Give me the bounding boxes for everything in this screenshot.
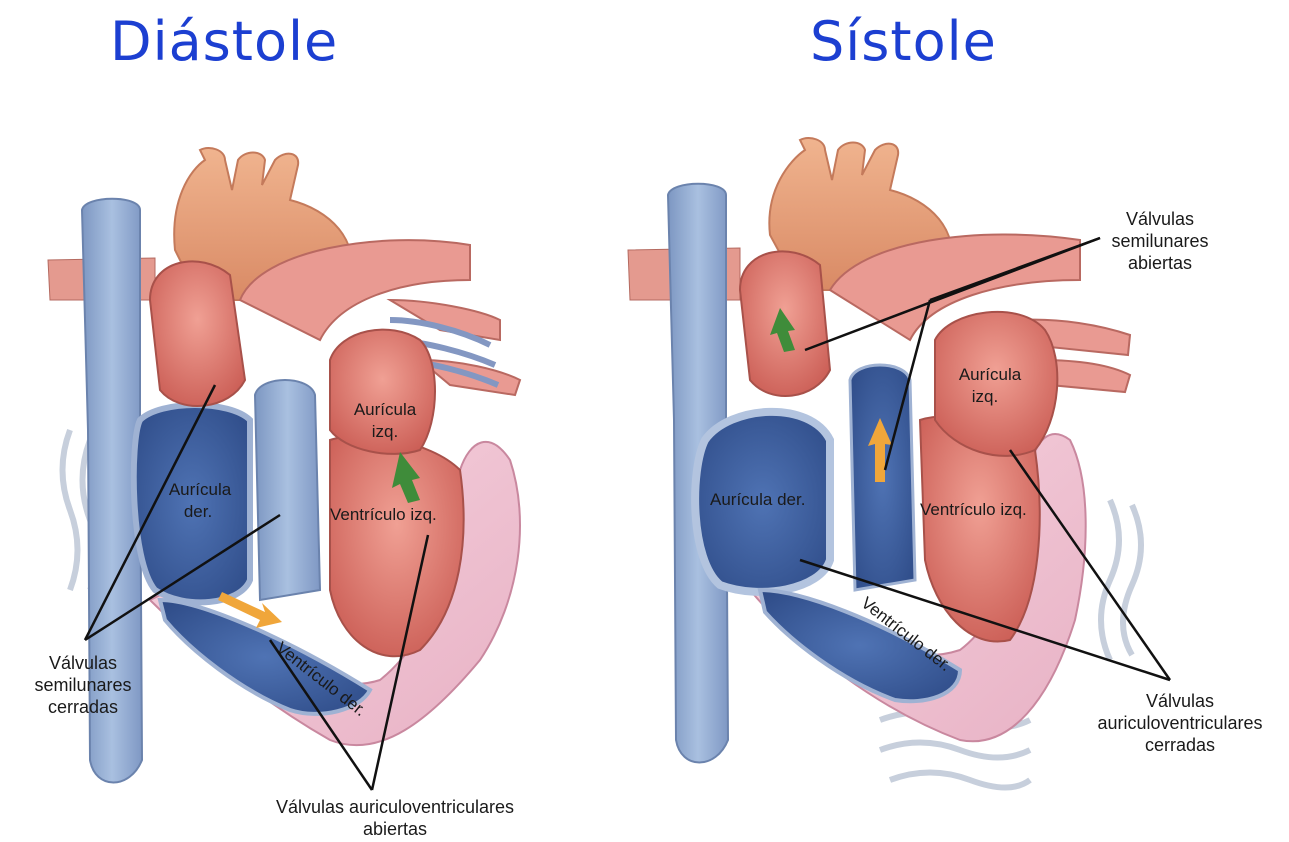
label-valvulas-semilunares-abiertas: Válvulas semilunares abiertas — [1085, 208, 1235, 274]
label-auricula-izq-s-2: izq. — [972, 387, 998, 406]
label-ventriculo-izq: Ventrículo izq. — [330, 505, 437, 524]
pulmonary-trunk-interior — [150, 261, 245, 406]
text-line: cerradas — [18, 696, 148, 718]
text-line: Válvulas — [1075, 690, 1285, 712]
label-valvulas-semilunares-cerradas: Válvulas semilunares cerradas — [18, 652, 148, 718]
aorta-blue-column — [255, 380, 320, 600]
label-auricula-der-2: der. — [184, 502, 212, 521]
text-line: abiertas — [1085, 252, 1235, 274]
text-line: Válvulas — [18, 652, 148, 674]
text-line: Válvulas auriculoventriculares — [240, 796, 550, 818]
label-auricula-izq-1: Aurícula — [354, 400, 417, 419]
text-line: Válvulas — [1085, 208, 1235, 230]
label-auricula-izq-2: izq. — [372, 422, 398, 441]
text-line: cerradas — [1075, 734, 1285, 756]
label-auricula-der-1: Aurícula — [169, 480, 232, 499]
label-valvulas-av-cerradas: Válvulas auriculoventriculares cerradas — [1075, 690, 1285, 756]
label-auricula-izq-s-1: Aurícula — [959, 365, 1022, 384]
text-line: semilunares — [1085, 230, 1235, 252]
label-ventriculo-izq-s: Ventrículo izq. — [920, 500, 1027, 519]
text-line: semilunares — [18, 674, 148, 696]
label-valvulas-av-abiertas: Válvulas auriculoventriculares abiertas — [240, 796, 550, 840]
text-line: auriculoventriculares — [1075, 712, 1285, 734]
text-line: abiertas — [240, 818, 550, 840]
label-auricula-der-s: Aurícula der. — [710, 490, 805, 509]
